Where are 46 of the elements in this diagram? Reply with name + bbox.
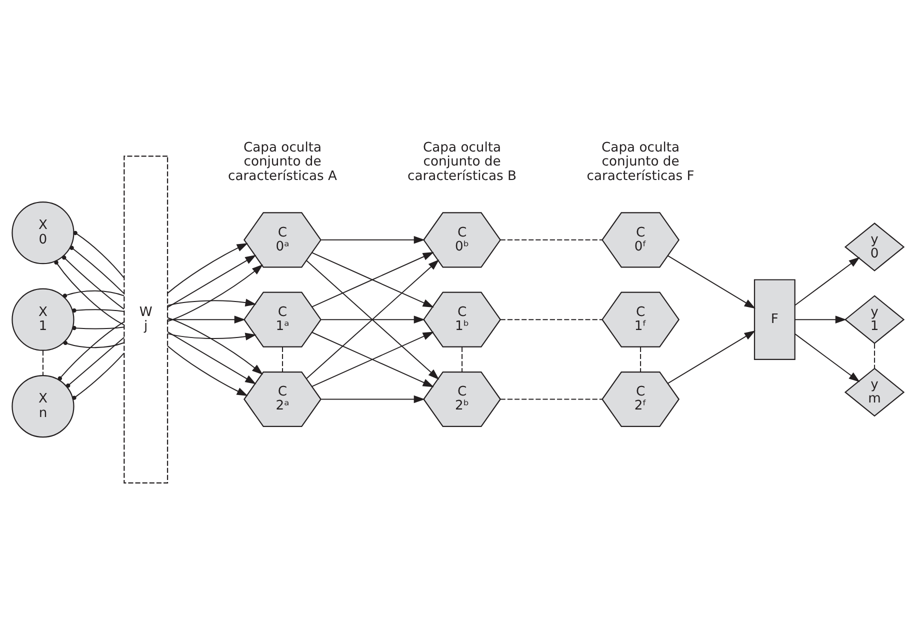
arrow — [168, 332, 256, 340]
arrow — [794, 334, 860, 382]
arrow — [167, 331, 256, 384]
arrow — [321, 316, 425, 324]
connector — [62, 255, 124, 310]
label: Capa oculta conjunto de características A — [228, 140, 337, 184]
node-diamond: y m — [844, 368, 905, 417]
connector — [282, 346, 284, 372]
arrow — [668, 255, 756, 309]
connector — [70, 246, 124, 294]
connector — [62, 290, 124, 298]
node-circle: X 1 — [12, 288, 74, 351]
connector — [66, 337, 124, 388]
connector — [63, 340, 124, 348]
connector — [500, 239, 602, 240]
connector — [500, 398, 602, 400]
connector — [874, 344, 876, 368]
arrow — [321, 395, 425, 404]
arrow — [321, 236, 425, 244]
label: Capa oculta conjunto de características B — [408, 140, 517, 184]
node-diamond: y 0 — [844, 222, 905, 272]
connector — [42, 350, 44, 376]
arrow — [167, 254, 256, 308]
connector — [462, 346, 463, 372]
label: Capa oculta conjunto de características F — [586, 140, 694, 184]
connector — [73, 230, 124, 278]
connector — [72, 326, 124, 330]
arrow — [167, 243, 248, 294]
arrow — [794, 257, 860, 306]
connector — [500, 319, 602, 320]
connector — [640, 346, 642, 372]
connector — [72, 352, 124, 400]
arrow — [167, 317, 264, 375]
arrow — [168, 298, 256, 306]
arrow — [167, 346, 248, 396]
node-diamond: y 1 — [844, 295, 905, 344]
arrow — [312, 252, 434, 308]
arrow — [668, 330, 756, 384]
arrow — [168, 316, 246, 324]
connector — [72, 308, 124, 313]
arrow — [795, 316, 846, 324]
node-box: W j — [124, 156, 168, 484]
connector — [54, 260, 124, 326]
arrow — [167, 264, 264, 322]
connector — [58, 321, 124, 381]
node-box: F — [754, 279, 796, 360]
